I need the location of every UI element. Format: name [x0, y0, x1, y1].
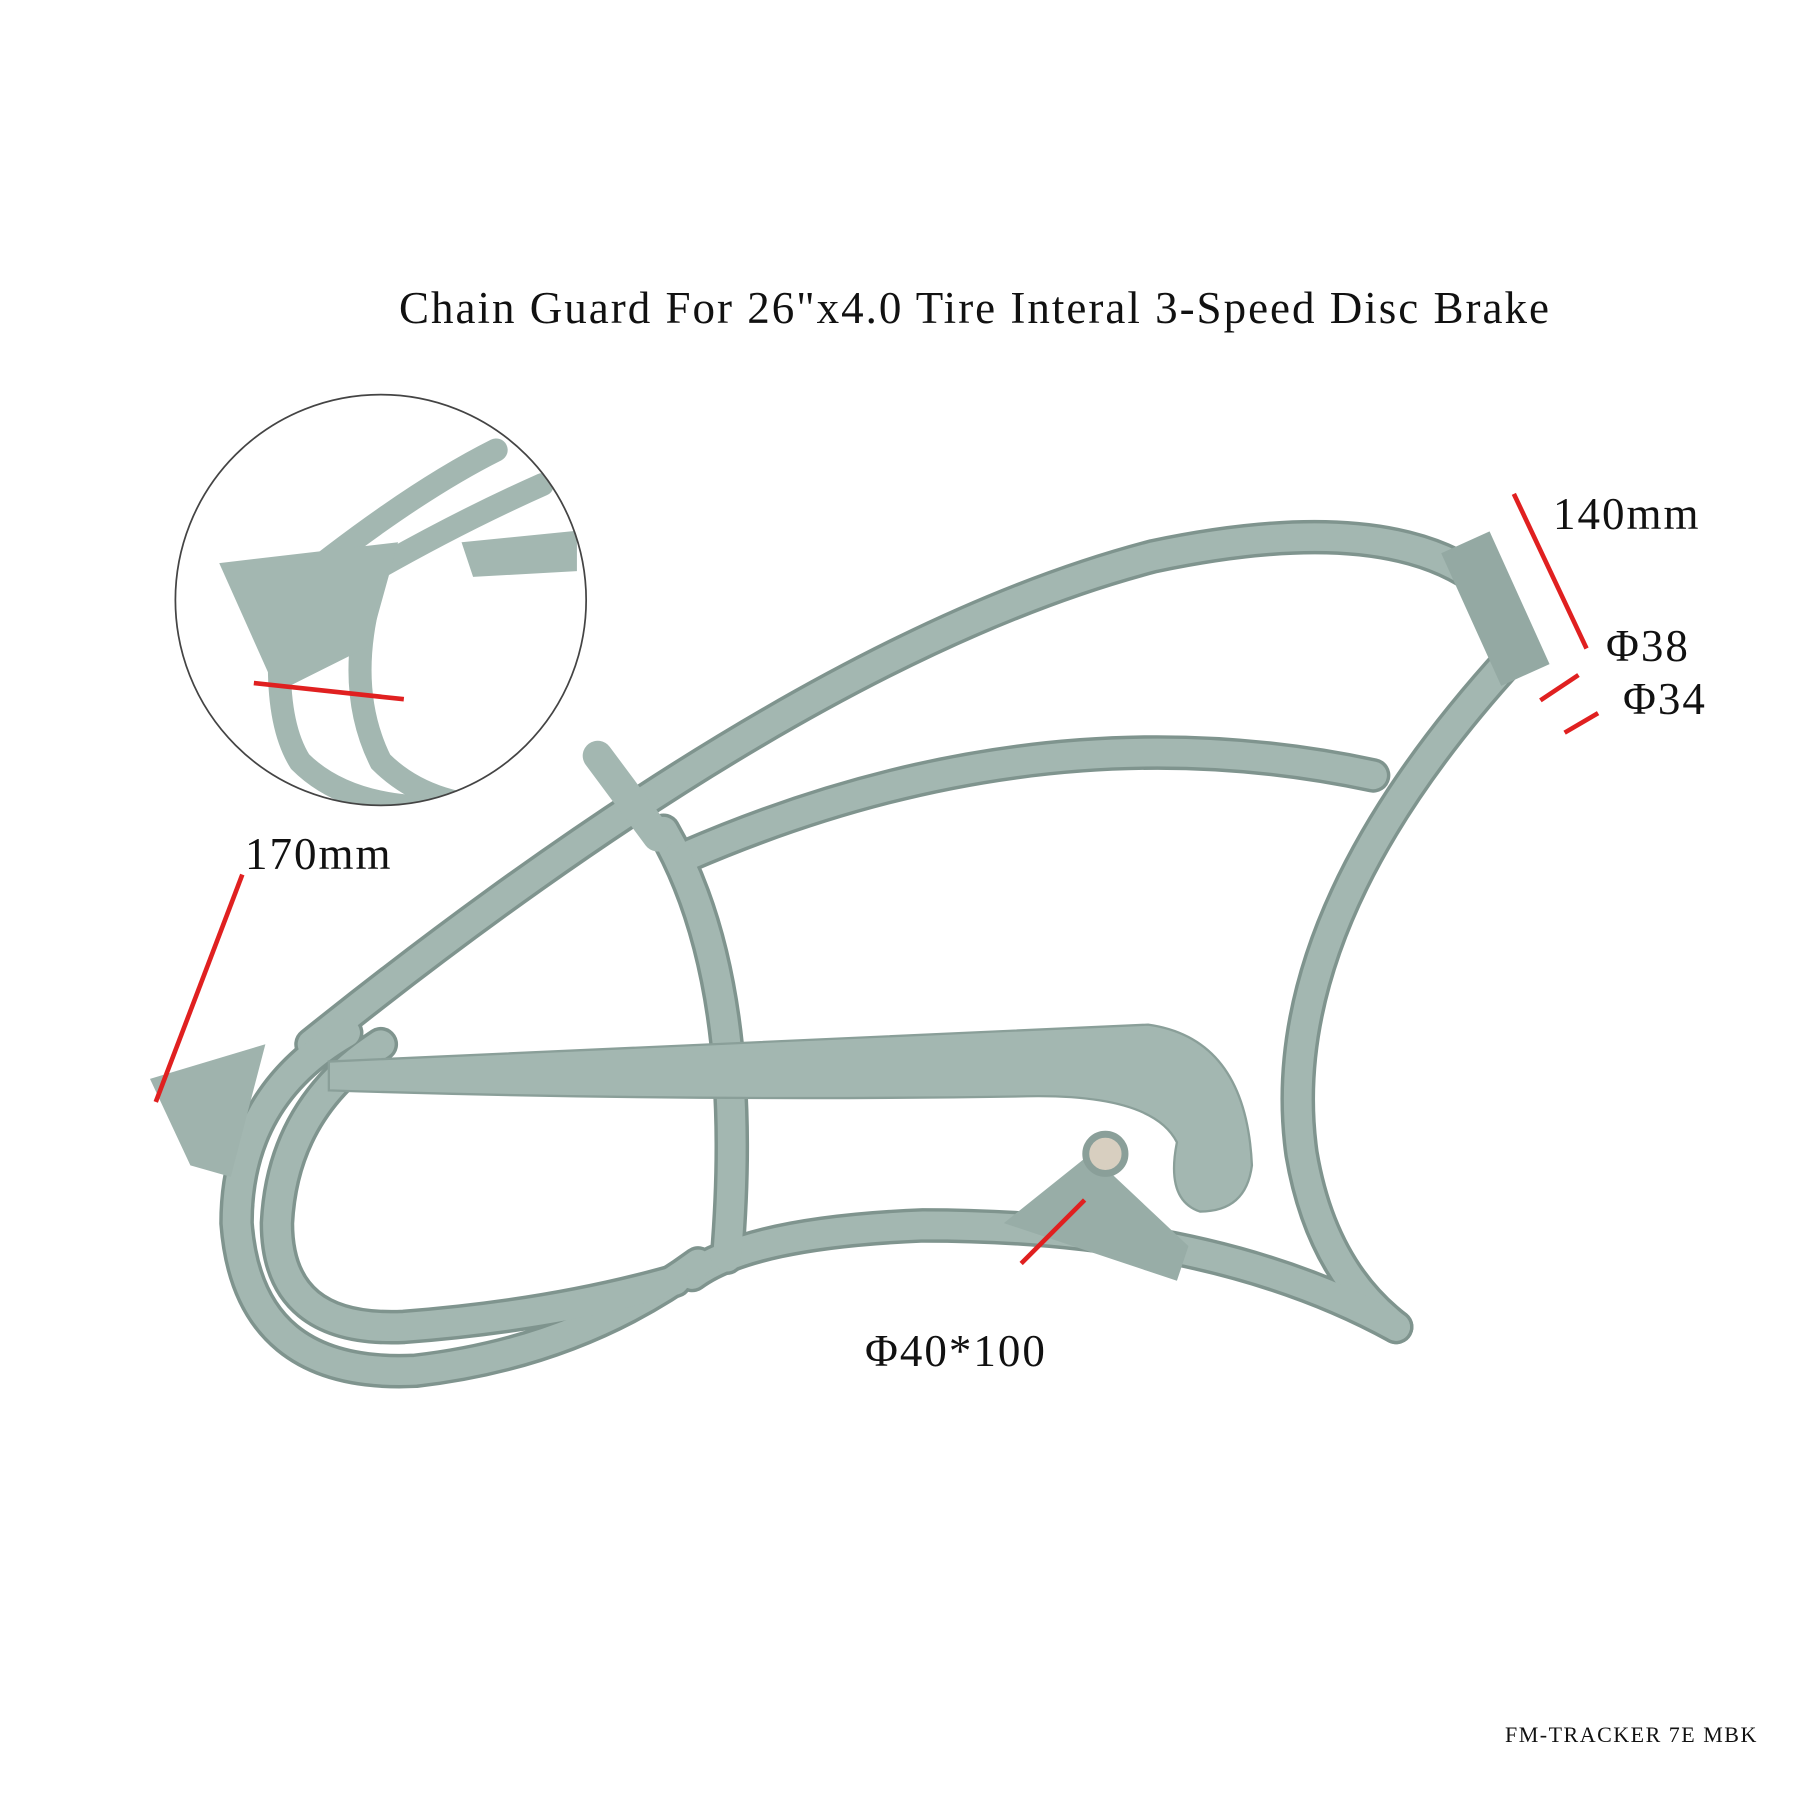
red-arrows: [153, 492, 1600, 1266]
bottom-bracket-plate: [1003, 1153, 1189, 1281]
model-name: FM-TRACKER 7E MBK: [1505, 1722, 1758, 1747]
chain-guard: [327, 1023, 1254, 1213]
rear-spacing-label: 170mm: [245, 829, 393, 879]
head-tube-bottom-diameter-label: Φ34: [1623, 674, 1707, 724]
frame: [219, 519, 1550, 1389]
head-tube-top-diameter-label: Φ38: [1606, 621, 1690, 671]
bottom-bracket-label: Φ40*100: [865, 1326, 1047, 1376]
head-tube-length-label: 140mm: [1553, 489, 1701, 539]
page-title: Chain Guard For 26"x4.0 Tire Interal 3-S…: [399, 283, 1551, 333]
detail-inset: [175, 394, 587, 806]
rear-dropout: [150, 1044, 266, 1177]
